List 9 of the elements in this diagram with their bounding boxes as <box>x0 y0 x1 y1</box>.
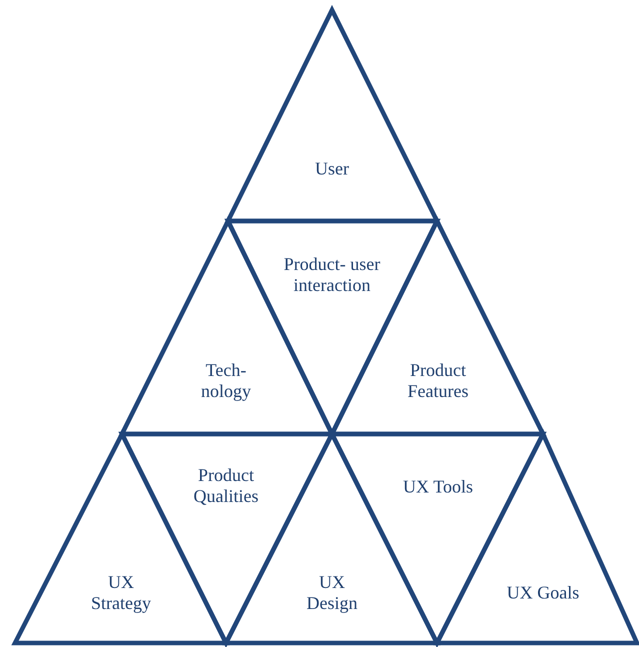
segment-label: UX Tools <box>402 476 474 498</box>
segment-label: Product Qualities <box>192 465 260 507</box>
segment-label: Product Features <box>406 360 470 402</box>
segment-label: UX Design <box>306 572 358 614</box>
segment-label: UX Goals <box>506 582 580 604</box>
segment-label: Product- user interaction <box>282 254 382 296</box>
segment-label: User <box>314 158 350 180</box>
segment-label: Tech- nology <box>200 360 252 402</box>
segment-label: UX Strategy <box>90 572 152 614</box>
